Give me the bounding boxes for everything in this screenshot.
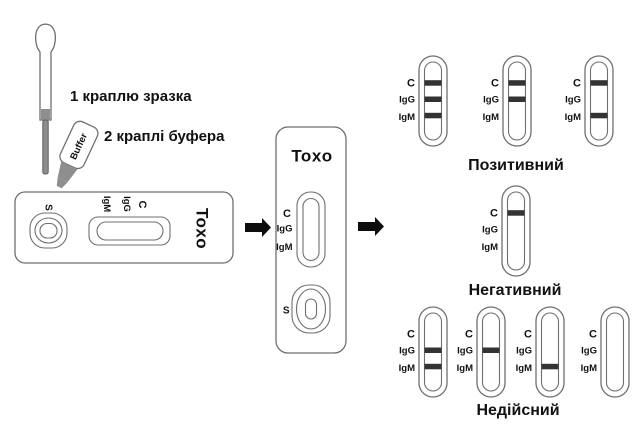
test-window [605,312,625,392]
line-label-c: C [407,78,415,90]
result-group-negative: C IgG IgM [482,185,531,277]
result-group-positive: C IgG IgM C IgG IgM C IgG IgM [399,55,614,147]
buffer-bottle-neck [57,161,78,183]
test-window [589,61,609,141]
device-name: Toxo [193,208,212,249]
line-label-igm: IgM [399,112,415,123]
line-label-c: C [407,329,415,341]
line-label-igg: IgG [565,95,581,106]
result-cassette: C IgG IgM [457,306,506,398]
buffer-bottle: Buffer [56,120,99,189]
band-igg [424,96,442,102]
band-igm [541,363,559,370]
test-window-inner [302,197,320,262]
device-name: Toxo [291,147,332,166]
line-label-c: C [490,208,498,220]
line-label-c: C [491,78,499,90]
pipette-liquid [41,109,50,120]
band-igg [424,347,442,353]
line-label-igg: IgG [399,346,415,357]
test-window [540,312,560,392]
result-caption-negative: Негативний [469,282,562,299]
buffer-bottle-body [59,120,99,170]
line-label-c: C [573,78,581,90]
result-cassette: C IgG IgM [565,55,614,147]
line-label-igm: IgM [483,112,499,123]
test-window-inner [96,221,164,241]
band-c [424,80,442,86]
result-cassette: C IgG IgM [581,306,630,398]
cassette-vertical: Toxo C IgG IgM S [275,126,347,354]
sample-well-inner [39,222,58,239]
line-label-igm: IgM [581,363,597,374]
buffer-drop-instruction: 2 краплі буфера [104,128,225,145]
band-igm [424,363,442,370]
line-label-c: C [465,329,473,341]
band-igm [590,112,608,119]
result-cassette: C IgG IgM [516,306,565,398]
buffer-bottle-tip [56,177,68,189]
line-label-igg: IgG [277,224,293,235]
line-label-c: C [283,208,291,220]
band-igg [508,96,526,102]
band-igg [482,347,500,353]
result-caption-positive: Позитивний [468,157,564,174]
result-group-invalid: C IgG IgM C IgG IgM C IgG IgM C IgG IgM [399,306,630,398]
line-label-igg: IgG [457,346,473,357]
line-label-igg: IgG [482,225,498,236]
sample-drop-instruction: 1 краплю зразка [70,88,192,105]
pipette [35,23,56,175]
sample-well-inner [304,298,318,320]
line-label-igm: IgM [482,242,498,253]
line-label-igg: IgG [399,95,415,106]
line-label-c: C [136,201,148,209]
line-label-igm: IgM [457,363,473,374]
line-label-igg: IgG [581,346,597,357]
step-arrow-1-icon [245,218,271,237]
pipette-tube [42,119,49,175]
result-cassette: C IgG IgM [483,55,532,147]
line-label-igm: IgM [399,363,415,374]
band-c [507,210,525,216]
line-label-igg: IgG [121,196,132,212]
band-igm [424,112,442,119]
line-label-igg: IgG [483,95,499,106]
step-arrow-2-icon [358,217,384,236]
band-c [590,80,608,86]
result-cassette: C IgG IgM [399,55,448,147]
result-caption-invalid: Недійсний [476,402,559,419]
line-label-igm: IgM [101,196,112,212]
line-label-igm: IgM [565,112,581,123]
test-window [506,191,526,271]
cassette-horizontal: S IgM IgG C Toxo [14,191,234,264]
line-label-igg: IgG [516,346,532,357]
result-cassette: C IgG IgM [482,185,531,277]
line-label-igm: IgM [276,242,292,253]
sample-well-label: S [283,306,290,317]
result-cassette: C IgG IgM [399,306,448,398]
sample-well-label: S [43,204,54,211]
pipette-bulb-stem [35,23,56,121]
line-label-c: C [524,329,532,341]
band-c [508,80,526,86]
line-label-c: C [589,329,597,341]
line-label-igm: IgM [516,363,532,374]
